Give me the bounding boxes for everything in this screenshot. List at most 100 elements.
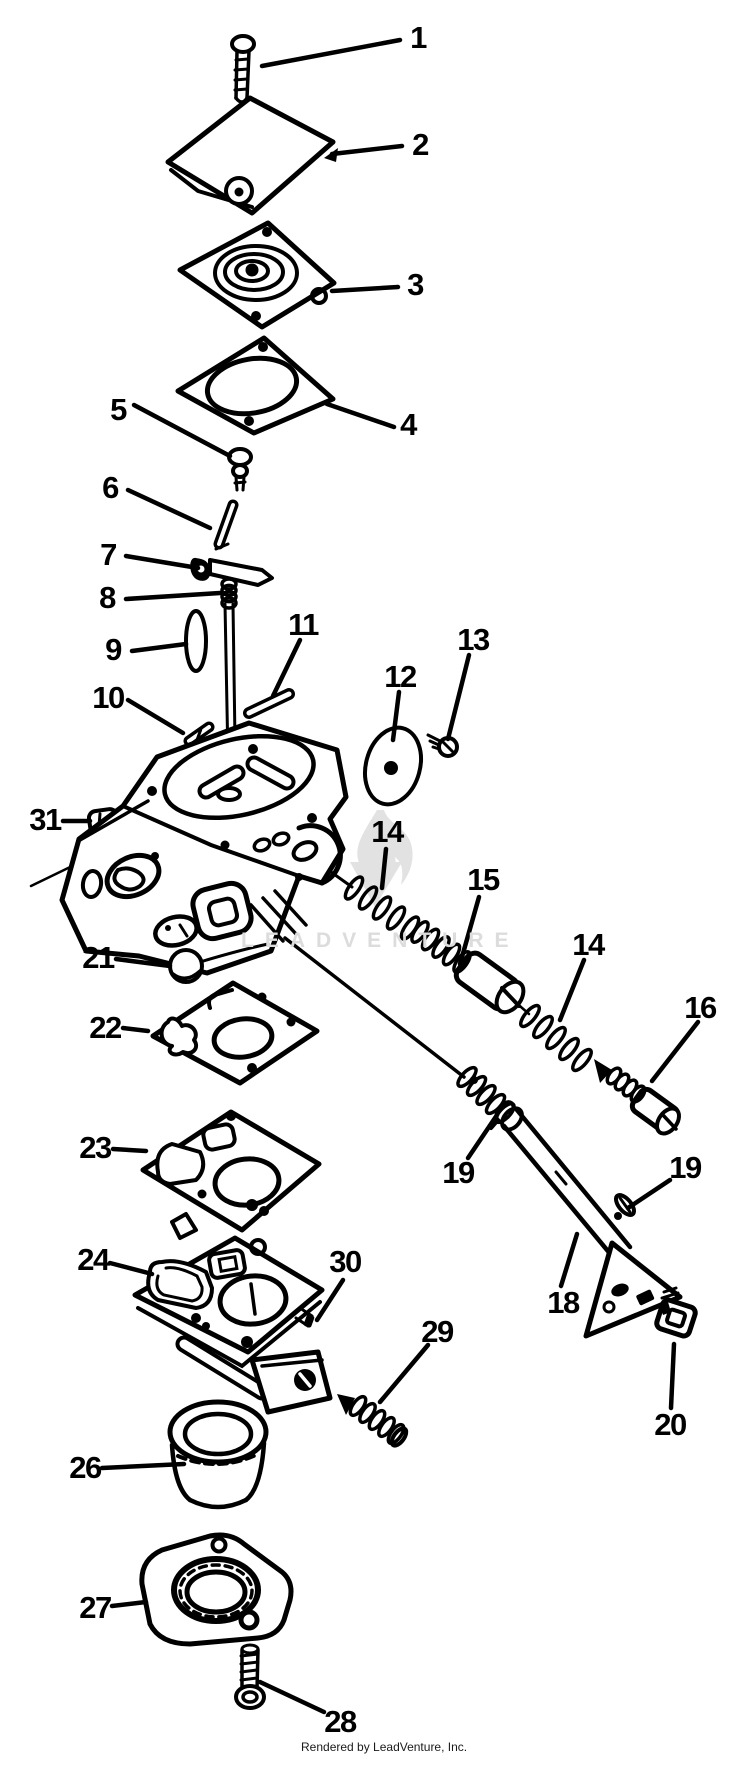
part-4-gasket: [175, 335, 336, 436]
spring-coil: [456, 1065, 478, 1089]
spring-coil: [484, 1092, 507, 1116]
spring-coil: [358, 1401, 377, 1425]
spring-coil: [629, 1084, 647, 1104]
callout-label-11: 11: [288, 607, 319, 642]
callout-label-18: 18: [547, 1285, 580, 1320]
part-15-idle-screw: [453, 950, 526, 1015]
callout-label-21: 21: [82, 940, 115, 975]
leader-line-12: [390, 689, 402, 743]
callout-label-1: 1: [410, 20, 427, 55]
part-11-rod: [243, 688, 295, 719]
spring-coil: [452, 950, 472, 974]
leader-line-15: [457, 894, 482, 967]
part-1-cover-screw: [230, 34, 256, 104]
leadventure-watermark-text: LEADVENTURE: [241, 929, 520, 952]
spring-coil: [348, 1394, 368, 1418]
part-26-cup: [167, 1399, 269, 1510]
spring-coil: [545, 1025, 567, 1051]
spring-coil: [385, 905, 407, 931]
leader-line-26: [99, 1461, 187, 1471]
spring-coil: [465, 1074, 488, 1098]
part-3-diaphragm: [177, 220, 337, 330]
spring-coil: [371, 895, 393, 921]
leader-line-23: [110, 1146, 149, 1154]
part-9-welch-plug: [184, 609, 208, 673]
leader-line-14a: [379, 846, 389, 891]
spring-coil: [377, 1415, 396, 1439]
leader-line-2: [329, 143, 405, 157]
callout-label-30: 30: [329, 1244, 362, 1279]
leader-line-22: [120, 1025, 151, 1034]
footer-credit: Rendered by LeadVenture, Inc.: [301, 1740, 468, 1754]
callout-label-5: 5: [110, 392, 127, 427]
callout-label-2: 2: [412, 127, 429, 162]
part-6-pin: [213, 499, 239, 550]
spring-coil: [386, 1422, 406, 1446]
leader-arrowhead-2: [324, 148, 338, 162]
callout-label-10: 10: [92, 680, 125, 715]
callout-label-16: 16: [684, 990, 717, 1025]
callout-label-31: 31: [29, 802, 62, 837]
part-5-screw: [227, 447, 253, 492]
spring-coil: [494, 1101, 516, 1125]
leader-line-1: [259, 37, 403, 69]
carburetor-body: [29, 720, 531, 1079]
leader-line-19b: [625, 1177, 673, 1211]
leader-line-30: [314, 1277, 346, 1323]
part-10-pin: [183, 721, 215, 747]
leader-line-19a: [465, 1112, 500, 1161]
coil-springs: [220, 577, 647, 1446]
spring-coil: [357, 885, 379, 911]
callout-label-4: 4: [400, 407, 417, 442]
spring-coil: [410, 920, 430, 944]
leader-line-3: [329, 284, 401, 294]
leader-line-18: [558, 1231, 580, 1289]
spring-coil: [343, 875, 365, 901]
callout-label-14a: 14: [371, 814, 404, 849]
callout-leader-lines: [60, 37, 701, 1715]
leader-line-16: [649, 1019, 701, 1084]
part-22-pump-gasket: [150, 980, 320, 1086]
leader-line-24: [107, 1260, 155, 1277]
spring-coil: [220, 577, 238, 591]
callout-label-19b: 19: [669, 1150, 702, 1185]
callout-label-3: 3: [407, 267, 424, 302]
spring-coil: [420, 927, 441, 952]
leader-line-11: [270, 637, 303, 699]
callout-label-29: 29: [421, 1314, 454, 1349]
spring-coil: [431, 935, 451, 959]
spring-coil: [519, 1003, 541, 1029]
callout-label-23: 23: [79, 1130, 112, 1165]
spring-coil: [367, 1408, 387, 1432]
leader-line-28: [257, 1679, 327, 1715]
part-2-carburetor-cover: [165, 95, 336, 216]
spring-coil: [475, 1083, 497, 1107]
leader-line-9: [129, 641, 189, 654]
spring-coil: [558, 1036, 580, 1062]
callout-label-9: 9: [105, 632, 122, 667]
part-30-check-valve: [303, 1314, 315, 1328]
leader-line-4: [324, 401, 397, 430]
part-27-retainer-flange: [139, 1532, 294, 1647]
leader-line-6: [125, 487, 213, 531]
spring-coil: [220, 596, 238, 610]
leader-line-14b: [557, 957, 587, 1023]
part-28-screw: [234, 1643, 266, 1710]
callout-label-6: 6: [102, 470, 119, 505]
spring-coil: [220, 589, 238, 604]
callout-label-27: 27: [79, 1590, 112, 1625]
callout-label-12: 12: [384, 659, 417, 694]
part-20-nut: [654, 1286, 698, 1339]
callout-label-26: 26: [69, 1450, 102, 1485]
leader-line-5: [131, 402, 233, 459]
callout-label-22: 22: [89, 1010, 122, 1045]
callout-label-8: 8: [99, 580, 116, 615]
spring-coil: [441, 942, 462, 967]
spring-coil: [571, 1047, 593, 1073]
spring-coil: [220, 583, 238, 598]
part-16-mixture-needle: [594, 1059, 681, 1136]
spring-coil: [532, 1014, 554, 1040]
part-12-throttle-plate: [363, 725, 423, 807]
